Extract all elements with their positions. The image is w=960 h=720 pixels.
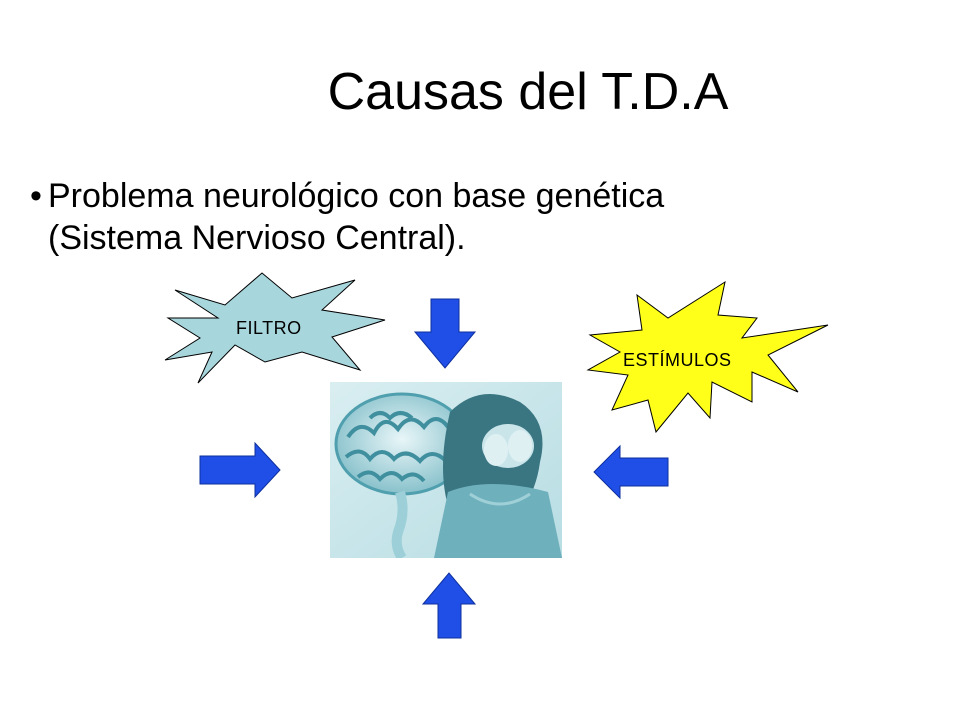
brain-child-illustration [330,382,562,558]
filter-burst-shape [164,272,386,384]
bullet-list: • Problema neurológico con base genética… [30,175,910,259]
bullet-line-2: (Sistema Nervioso Central). [48,219,466,257]
filter-burst-label: FILTRO [236,318,302,338]
stimuli-burst-shape [586,280,829,434]
bullet-item: • Problema neurológico con base genética… [30,175,910,259]
brain-child-image [330,382,562,558]
slide-title: Causas del T.D.A [327,63,729,121]
arrow-up-icon [421,572,477,639]
stimuli-burst-label: ESTÍMULOS [623,350,732,370]
arrow-right-icon [199,441,281,499]
bullet-icon: • [30,177,42,215]
arrow-down-icon [413,298,477,369]
arrow-left-icon [593,444,669,500]
bullet-line-1: Problema neurológico con base genética [48,177,665,215]
